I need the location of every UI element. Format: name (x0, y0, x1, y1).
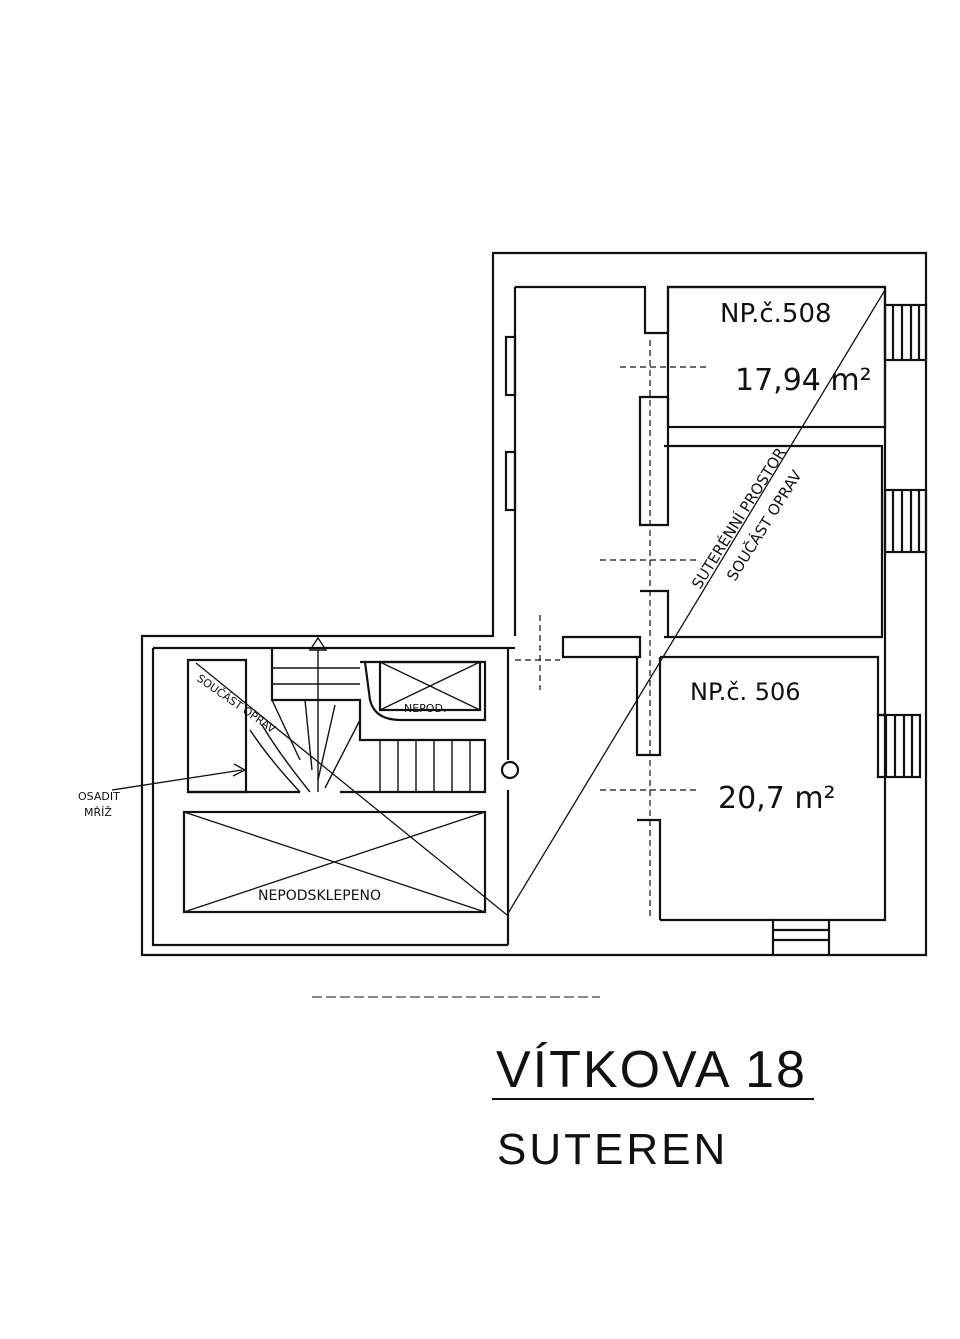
note-line-1: OSADIT (78, 790, 120, 803)
diagonal-lines (195, 289, 886, 916)
stair-treads (249, 667, 471, 793)
room-506-number: NP.č. 506 (690, 678, 801, 706)
stair-area-label: SOUČÁST OPRAV (194, 672, 278, 736)
room-508-area: 17,94 m² (735, 363, 872, 398)
window-lower (876, 713, 922, 779)
drawing-subtitle: SUTEREN (497, 1125, 729, 1174)
room-middle-outline (664, 444, 884, 639)
dimension-lines (515, 340, 710, 920)
note-arrow-line (111, 769, 243, 791)
room-506-area: 20,7 m² (718, 781, 836, 816)
nepod-label: NEPOD. (404, 702, 446, 715)
drawing-title: VÍTKOVA 18 (496, 1041, 807, 1099)
nepod-box (360, 660, 487, 722)
title-underline (492, 1098, 814, 1100)
nepodsklepeno-box (182, 810, 487, 914)
window-upper (883, 303, 928, 362)
window-bottom (773, 918, 829, 942)
room-508-number: NP.č.508 (720, 299, 832, 329)
door-symbol (500, 760, 520, 780)
window-middle (883, 488, 928, 554)
nepodsklepeno-label: NEPODSKLEPENO (258, 888, 381, 904)
note-line-2: MŘÍŽ (84, 806, 112, 819)
outer-wall-outline (140, 251, 928, 957)
